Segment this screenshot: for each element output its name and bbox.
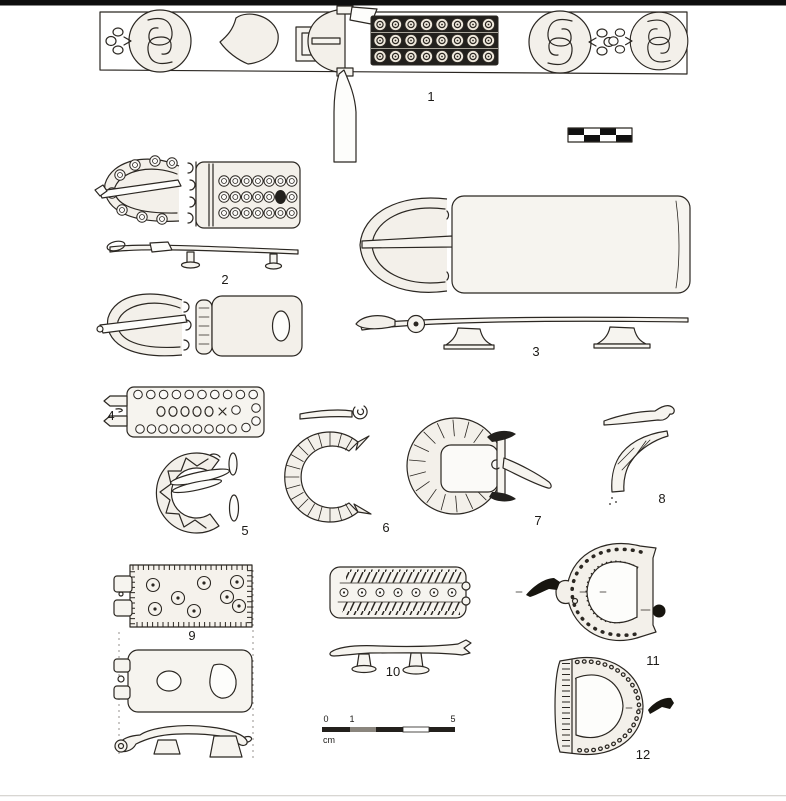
buckle-tongue [502, 457, 552, 489]
buckle-plate [451, 195, 691, 294]
buckle-2-drawing: 2 [94, 155, 303, 357]
mount-underside-view [113, 649, 253, 713]
item-2-label: 2 [221, 272, 228, 287]
scan-bottom-border [0, 795, 786, 797]
construction-dashed-lines [118, 570, 254, 762]
fragment-8-drawing: 8 [603, 405, 675, 506]
scale-tick-0: 0 [323, 714, 328, 724]
item-4-label: 4 [107, 408, 114, 423]
item-9-label: 9 [188, 628, 195, 643]
item-8-label: 8 [658, 491, 665, 506]
pin-profile [299, 409, 353, 420]
studded-belt-plate [370, 15, 499, 66]
dot-decoration [570, 547, 643, 638]
item-3-label: 3 [532, 344, 539, 359]
heart-mount [219, 13, 279, 65]
mount-9-drawing: 9 [113, 564, 254, 762]
scale-bar-top [567, 127, 633, 143]
curl-roundel-mount [528, 10, 615, 74]
loop-6-drawing: 6 [284, 405, 390, 535]
item-6-label: 6 [382, 520, 389, 535]
bar-mount-10-drawing: 10 [329, 566, 472, 679]
section-glyph [526, 578, 560, 597]
curl-roundel-mount [608, 11, 689, 71]
mount-top-view [113, 564, 253, 628]
buckle-profile-view [106, 240, 299, 270]
buckle-frame-12-drawing: 12 [554, 656, 674, 762]
item-7-label: 7 [534, 513, 541, 528]
item-11-label: 11 [646, 653, 660, 668]
buckle-plate [195, 161, 301, 229]
scale-bar-bottom: 0 1 5 cm [322, 714, 456, 745]
item-10-label: 10 [386, 664, 400, 679]
buckle-profile-view [355, 314, 689, 350]
buckle-3-drawing: 3 [355, 195, 691, 359]
loop-5-drawing: 5 [155, 452, 249, 538]
item-12-label: 12 [636, 747, 650, 762]
scale-tick-5: 5 [450, 714, 455, 724]
scale-tick-1: 1 [349, 714, 354, 724]
buckle-frame-11-drawing: 11 [515, 542, 666, 668]
item-5-label: 5 [241, 523, 248, 538]
belt-set-drawing-1: 1 [99, 5, 689, 163]
section-dot [652, 604, 666, 618]
strap-hanging [333, 69, 357, 163]
item-1-label: 1 [427, 89, 434, 104]
plate-4-drawing: 4 [103, 386, 265, 438]
scale-unit-label: cm [323, 735, 335, 745]
scan-top-border [0, 0, 786, 6]
mount-profile-view [114, 724, 253, 758]
buckle-7-drawing: 7 [406, 417, 552, 528]
belt-buckle [295, 5, 354, 77]
bar-profile-view [329, 639, 472, 675]
section-glyph [648, 697, 674, 714]
curl-roundel-mount [105, 9, 192, 73]
buckle-underside-view [96, 293, 303, 357]
